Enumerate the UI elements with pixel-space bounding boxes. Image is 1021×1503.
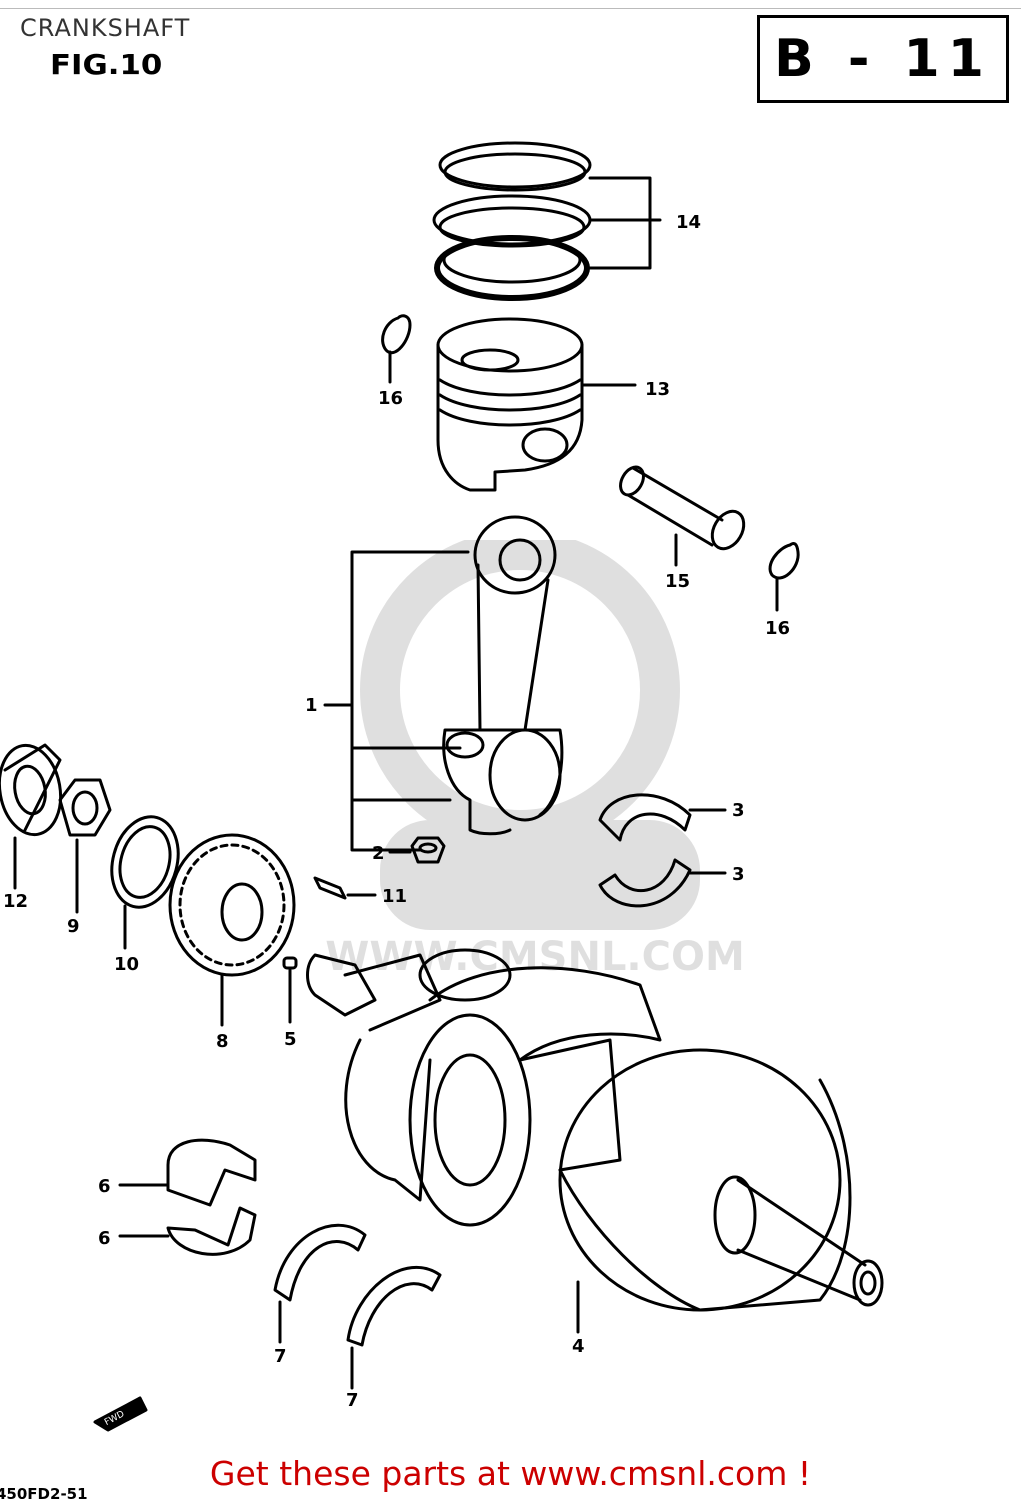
thrust-washer-left [273, 1223, 367, 1302]
label-3-lower: 3 [732, 864, 745, 885]
conrod-bearing-upper [598, 793, 692, 842]
label-1: 1 [305, 695, 318, 716]
piston-pin [619, 465, 746, 551]
label-6-lower: 6 [98, 1228, 111, 1249]
label-11: 11 [382, 886, 407, 907]
washer [110, 815, 180, 909]
circlip-upper [381, 314, 412, 354]
label-9: 9 [67, 916, 80, 937]
conrod-bearing-lower [598, 858, 692, 908]
page-title: CRANKSHAFT [20, 14, 191, 42]
label-16-upper: 16 [378, 388, 403, 409]
rod-leader-bracket [350, 550, 470, 852]
label-14: 14 [676, 212, 701, 233]
gear-key [313, 876, 347, 900]
label-3-upper: 3 [732, 800, 745, 821]
label-6-upper: 6 [98, 1176, 111, 1197]
circlip-lower [768, 542, 800, 580]
label-2: 2 [372, 843, 385, 864]
piston-rings [432, 141, 592, 301]
label-13: 13 [645, 379, 670, 400]
section-code-box: B - 11 [757, 15, 1009, 103]
label-8: 8 [216, 1031, 229, 1052]
label-10: 10 [114, 954, 139, 975]
dowel-pin [282, 956, 298, 970]
connecting-rod [442, 515, 564, 836]
label-4: 4 [572, 1336, 585, 1357]
main-bearing-upper [166, 1138, 257, 1207]
rod-nut [410, 836, 446, 864]
label-7-left: 7 [274, 1346, 287, 1367]
part-labels: 14 13 16 15 16 1 2 3 3 11 12 9 10 8 5 6 … [3, 212, 790, 1428]
crank-nut [58, 778, 112, 837]
crankshaft [306, 948, 884, 1312]
label-7-right: 7 [346, 1390, 359, 1411]
diagram-code: 450FD2-51 [0, 1485, 88, 1503]
label-16-lower: 16 [765, 618, 790, 639]
main-bearing-lower [166, 1206, 257, 1256]
label-5: 5 [284, 1029, 297, 1050]
piston [436, 317, 584, 492]
primary-drive-gear [168, 833, 296, 977]
thrust-washer-right [346, 1265, 442, 1347]
label-12: 12 [3, 891, 28, 912]
ring-leader-bracket [588, 176, 662, 270]
figure-number: FIG.10 [50, 48, 163, 81]
top-rule [0, 8, 1021, 9]
watermark-text: WWW.CMSNL.COM [325, 934, 745, 980]
promo-banner-link[interactable]: Get these parts at www.cmsnl.com ! [209, 1454, 812, 1493]
section-code: B - 11 [774, 29, 992, 89]
forward-arrow-icon [93, 1396, 148, 1432]
crank-end-bearing [0, 743, 63, 837]
label-15: 15 [665, 571, 690, 592]
